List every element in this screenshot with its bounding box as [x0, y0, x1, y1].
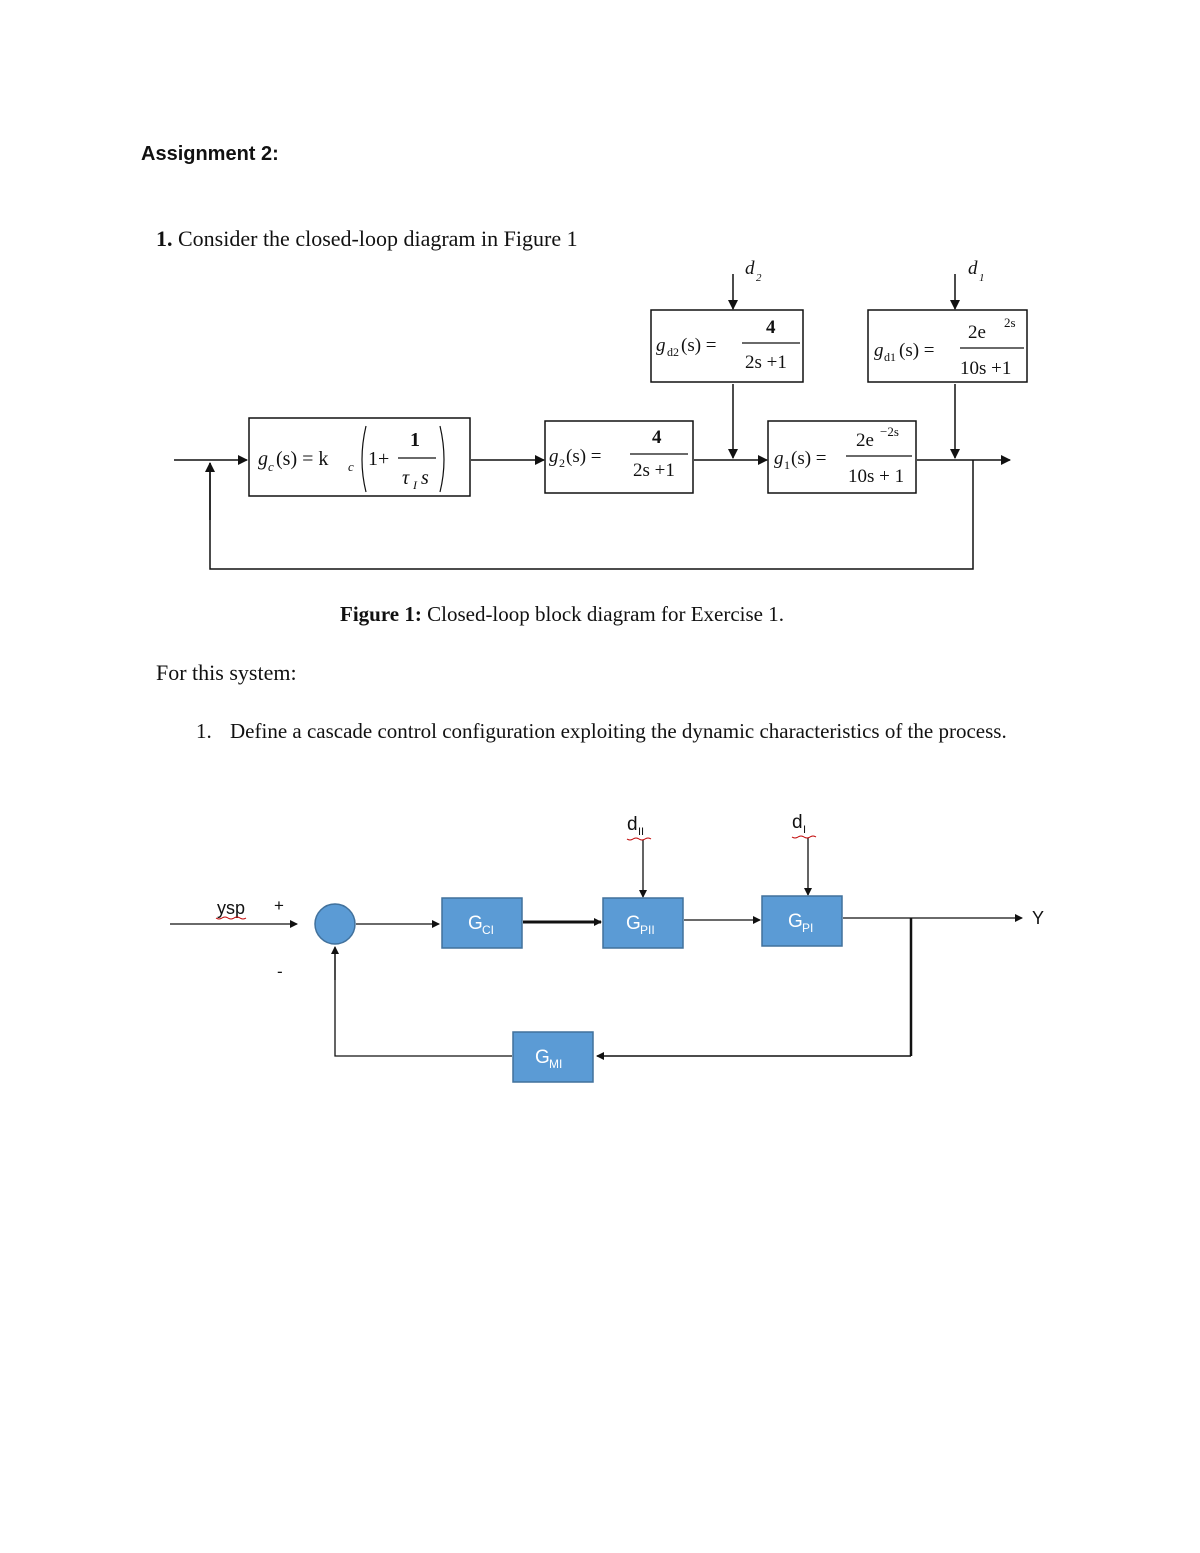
minus-sign: -	[277, 962, 283, 981]
caption-label: Figure 1:	[340, 602, 422, 626]
d1-label: d	[968, 258, 978, 279]
list-item-number: 1.	[196, 719, 212, 743]
g2-num: 4	[652, 427, 662, 448]
di-label: d	[792, 812, 803, 833]
g2-block	[544, 420, 694, 494]
gd2-num: 4	[766, 317, 776, 338]
d2-label-sub: 2	[756, 272, 762, 284]
gd2-den: 2s +1	[745, 352, 787, 373]
gc-den-s: s	[421, 467, 429, 489]
gmi-label: G	[535, 1047, 550, 1068]
g1-den: 10s + 1	[848, 466, 904, 487]
di-label-sub: I	[803, 824, 806, 836]
gd1-lhs-sub: d1	[884, 350, 896, 364]
gpii-block: G PII	[602, 897, 684, 949]
output-label: Y	[1032, 908, 1044, 928]
gd1-arg: (s) =	[899, 340, 935, 361]
gpi-label: G	[788, 911, 803, 932]
question-1: 1. Consider the closed-loop diagram in F…	[156, 226, 578, 252]
gd1-den: 10s +1	[960, 358, 1011, 379]
assignment-heading: Assignment 2:	[141, 143, 279, 165]
g1-lhs: g	[774, 448, 784, 469]
gmi-block: G MI	[512, 1031, 594, 1083]
gmi-label-sub: MI	[549, 1057, 562, 1071]
list-item: 1. Define a cascade control configuratio…	[196, 717, 1056, 746]
gci-label: G	[468, 913, 483, 934]
gc-den: τ	[402, 467, 410, 489]
figure-1-block-diagram: g c (s) = k c 1+ 1 τ I s g 2 (s) = 4 2s …	[174, 258, 1028, 570]
gc-arg: (s) = k	[276, 448, 328, 470]
question-number: 1.	[156, 226, 173, 251]
feedback-to-sum-line	[334, 948, 512, 1057]
g1-num: 2e	[856, 430, 874, 451]
gc-k-sub: c	[348, 459, 354, 474]
gpii-label-sub: PII	[640, 923, 655, 937]
gd1-formula: g d1 (s) = 2e 2s 10s +1	[874, 315, 1024, 379]
setpoint-label: ysp	[217, 898, 245, 918]
gc-den-sub: I	[412, 478, 418, 492]
plus-sign: +	[274, 896, 284, 915]
summing-junction	[314, 903, 356, 945]
caption-text: Closed-loop block diagram for Exercise 1…	[427, 602, 785, 626]
question-text: Consider the closed-loop diagram in Figu…	[178, 226, 578, 251]
gc-block	[248, 417, 471, 497]
list-item-text: Define a cascade control configuration e…	[230, 719, 1007, 743]
gd1-block	[867, 309, 1028, 383]
g1-formula: g 1 (s) = 2e −2s 10s + 1	[774, 424, 912, 487]
figure-1-caption: Figure 1: Closed-loop block diagram for …	[340, 602, 784, 627]
gc-formula: g c (s) = k c 1+ 1 τ I s	[258, 425, 445, 493]
g1-arg: (s) =	[791, 448, 827, 469]
dii-label-sub: II	[638, 826, 644, 838]
g2-lhs: g	[549, 446, 559, 467]
g1-block	[767, 420, 917, 494]
gpi-block: G PI	[761, 895, 843, 947]
g1-lhs-sub: 1	[784, 458, 790, 472]
gd2-lhs: g	[656, 335, 666, 356]
g2-formula: g 2 (s) = 4 2s +1	[549, 427, 688, 481]
gci-block: G CI	[441, 897, 523, 949]
gd2-lhs-sub: d2	[667, 345, 679, 359]
gpii-label: G	[626, 913, 641, 934]
g2-den: 2s +1	[633, 460, 675, 481]
g2-arg: (s) =	[566, 446, 602, 467]
gd1-num-exp: 2s	[1004, 315, 1016, 330]
figure-2-cascade-diagram: G CI G PII G PI G MI ysp + - Y d II d I	[170, 812, 1044, 1083]
gc-lhs-sub: c	[268, 459, 274, 474]
gd1-num: 2e	[968, 322, 986, 343]
d1-label-sub: 1	[979, 272, 985, 284]
gci-label-sub: CI	[482, 923, 494, 937]
gpi-label-sub: PI	[802, 921, 813, 935]
gd2-block	[650, 309, 804, 383]
gc-num: 1	[410, 429, 420, 451]
g1-num-exp: −2s	[880, 424, 899, 439]
gc-one-plus: 1+	[368, 448, 389, 470]
g2-lhs-sub: 2	[559, 456, 565, 470]
dii-label: d	[627, 814, 638, 835]
d2-label: d	[745, 258, 755, 279]
for-this-system-text: For this system:	[156, 660, 297, 685]
gd2-formula: g d2 (s) = 4 2s +1	[656, 317, 800, 373]
gd1-lhs: g	[874, 340, 884, 361]
gd2-arg: (s) =	[681, 335, 717, 356]
gc-lhs: g	[258, 448, 268, 470]
